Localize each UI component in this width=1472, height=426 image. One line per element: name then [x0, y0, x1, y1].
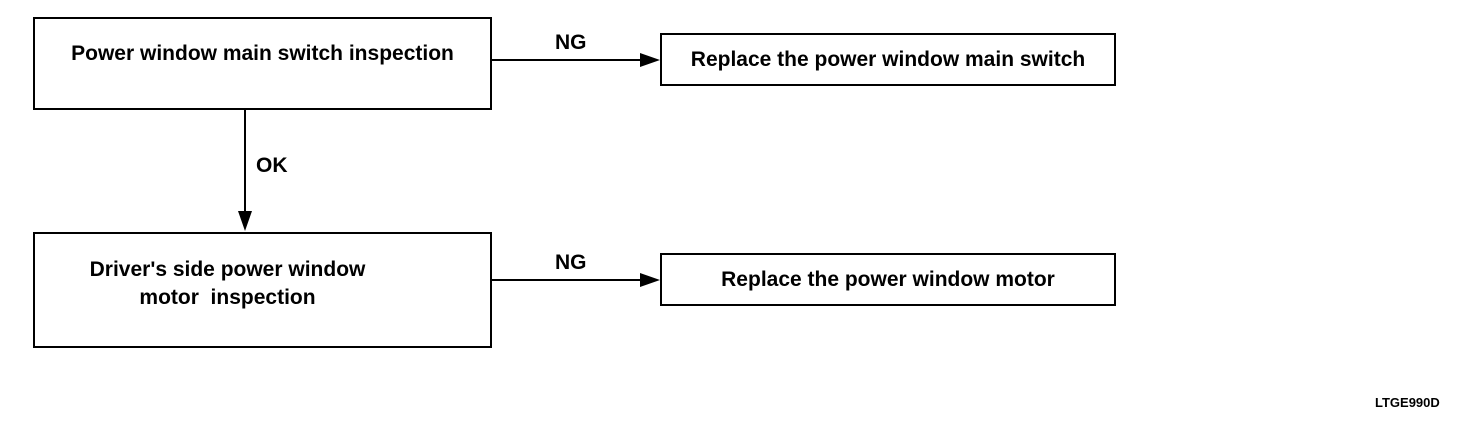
arrow-ok-head	[238, 211, 252, 231]
step-motor-inspection-line2: motor inspection	[139, 286, 316, 309]
step-main-switch-inspection-text: Power window main switch inspection	[71, 42, 454, 65]
arrow-ng-1-head	[640, 53, 660, 67]
step-main-switch-inspection: Power window main switch inspection	[33, 17, 492, 110]
outcome-replace-motor-text: Replace the power window motor	[721, 267, 1055, 291]
step-motor-inspection-text: Driver's side power window motor inspect…	[90, 256, 366, 312]
edge-label-ng-1: NG	[555, 31, 587, 54]
arrow-ng-2-head	[640, 273, 660, 287]
outcome-replace-motor: Replace the power window motor	[660, 253, 1116, 306]
edge-label-ok: OK	[256, 154, 288, 177]
figure-code: LTGE990D	[1375, 395, 1440, 410]
outcome-replace-main-switch: Replace the power window main switch	[660, 33, 1116, 86]
step-motor-inspection-line1: Driver's side power window	[89, 258, 366, 281]
outcome-replace-main-switch-text: Replace the power window main switch	[690, 47, 1086, 71]
step-motor-inspection: Driver's side power window motor inspect…	[33, 232, 492, 348]
edge-label-ng-2: NG	[555, 251, 587, 274]
